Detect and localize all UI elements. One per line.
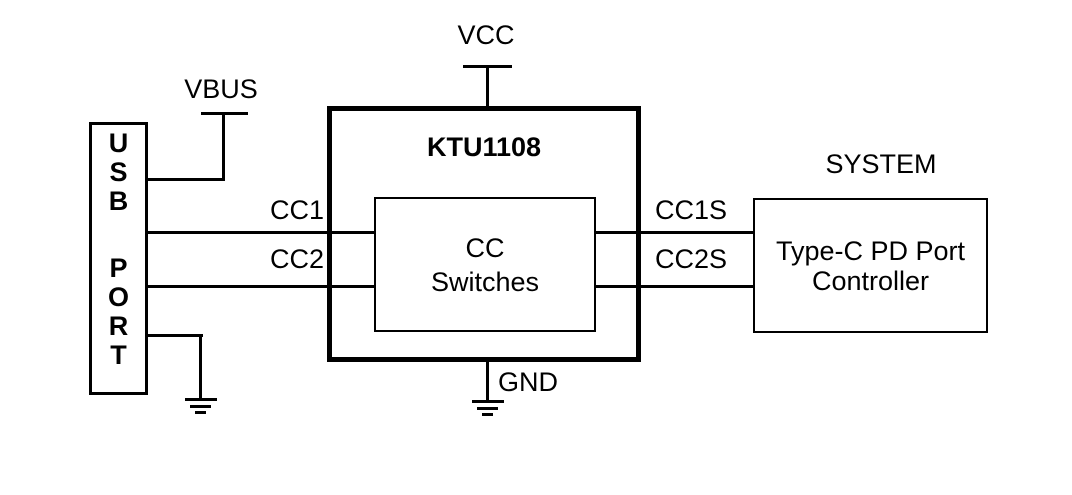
usb-port-label-port: P O R T (89, 254, 148, 370)
usb-letter: U (108, 128, 129, 158)
port-letter: R (108, 311, 129, 341)
pd-controller-line1: Type-C PD Port (775, 235, 966, 266)
cc2s-label: CC2S (655, 244, 728, 274)
port-letter: T (110, 340, 127, 370)
usb-letter: B (108, 186, 129, 216)
ktu1108-title: KTU1108 (426, 132, 542, 162)
usb-gnd-wire (146, 334, 203, 337)
cc2-wire (146, 285, 376, 288)
cc-switches-line1: CC (465, 232, 505, 263)
usb-gnd-stem (199, 334, 202, 400)
vbus-wire (146, 178, 225, 181)
cc1-label: CC1 (269, 195, 324, 225)
cc2s-wire (594, 285, 754, 288)
port-letter: P (109, 253, 128, 283)
cc-switches-box: CC Switches (374, 197, 596, 332)
cc-switches-line2: Switches (430, 266, 540, 297)
pd-controller-line2: Controller (811, 265, 930, 296)
usb-letter: S (109, 157, 128, 187)
cc2-label: CC2 (269, 244, 324, 274)
usb-port-label-usb: U S B (89, 129, 148, 216)
cc1s-wire (594, 231, 754, 234)
vbus-label: VBUS (184, 74, 258, 104)
system-label: SYSTEM (825, 149, 937, 179)
ktu-gnd-stem (486, 360, 489, 402)
vcc-label: VCC (457, 20, 515, 50)
pd-controller-box: Type-C PD Port Controller (753, 198, 988, 333)
gnd-label: GND (498, 367, 558, 397)
cc1s-label: CC1S (655, 195, 728, 225)
usb-port-box (89, 122, 148, 395)
cc1-wire (146, 231, 376, 234)
port-letter: O (107, 282, 129, 312)
